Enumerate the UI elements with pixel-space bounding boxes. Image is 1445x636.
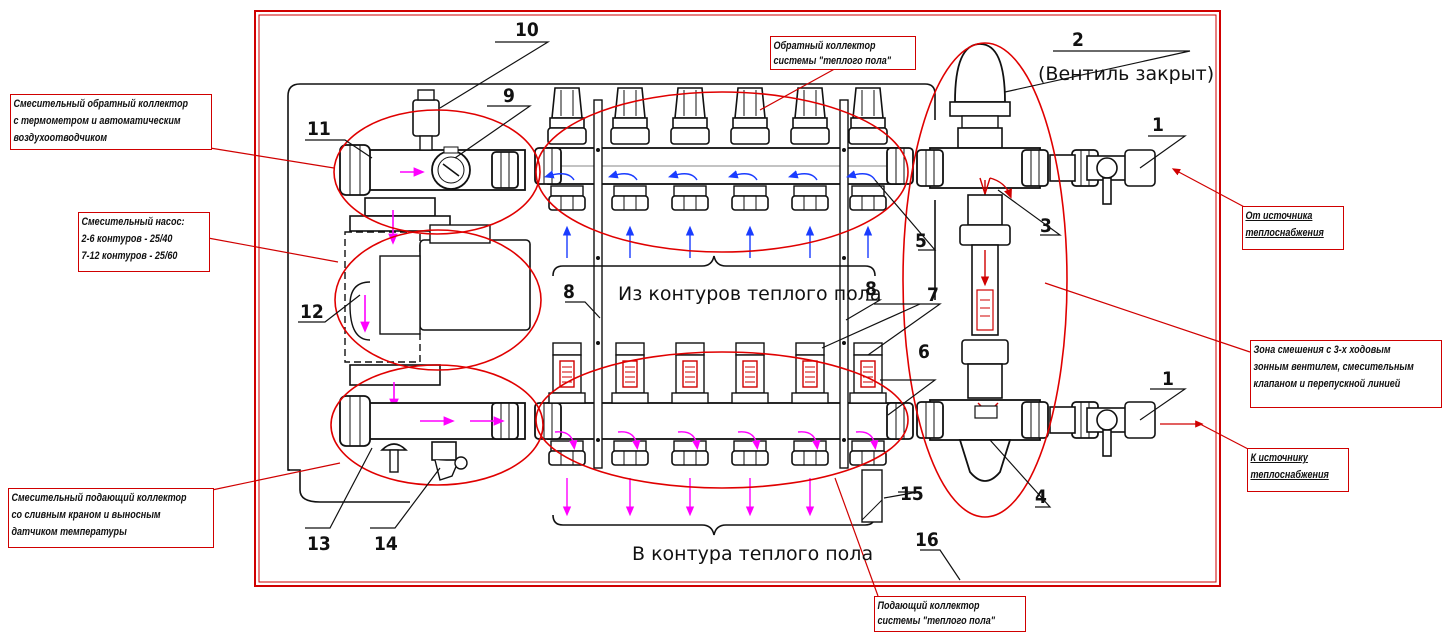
num-9: 9 [503, 85, 515, 107]
callout-text: с термометром и автоматическим [13, 115, 181, 127]
callout-pump: Смесительный насос: 2-6 контуров - 25/40… [78, 212, 210, 272]
num-10: 10 [515, 19, 539, 41]
callout-text: клапаном и перепускной линией [1253, 378, 1401, 390]
callout-text: Обратный коллектор [773, 40, 876, 52]
num-5: 5 [915, 230, 927, 252]
num-8-right: 8 [865, 278, 877, 300]
num-6: 6 [918, 341, 930, 363]
zone-ellipse-return-collector [535, 91, 909, 253]
callout-text: 2-6 контуров - 25/40 [81, 233, 173, 245]
callout-return-floor: Обратный коллектор системы "теплого пола… [770, 36, 916, 70]
callout-text: воздухоотводчиком [13, 132, 108, 144]
valve-closed-label: (Вентиль закрыт) [1038, 63, 1214, 85]
callout-text: Подающий коллектор [877, 600, 980, 612]
num-11: 11 [307, 118, 331, 140]
num-16: 16 [915, 529, 939, 551]
bracket-left [593, 99, 603, 469]
callout-from-source: От источника теплоснабжения [1242, 206, 1344, 250]
callout-text: Смесительный обратный коллектор [13, 98, 188, 110]
callout-to-source: К источнику теплоснабжения [1247, 448, 1349, 492]
from-circuits-label: Из контуров теплого пола [618, 283, 882, 305]
callout-text: К источнику [1250, 452, 1308, 464]
num-3: 3 [1040, 215, 1052, 237]
callout-text: Смесительный насос: [81, 216, 185, 228]
num-4: 4 [1035, 486, 1047, 508]
num-2: 2 [1072, 29, 1084, 51]
callout-supply-floor: Подающий коллектор системы "теплого пола… [874, 596, 1026, 632]
zone-ellipse-mixing-zone [902, 42, 1068, 518]
zone-ellipse-mixing-return [333, 109, 541, 235]
callout-text: теплоснабжения [1245, 227, 1324, 239]
bracket-right [839, 99, 849, 469]
num-1-top: 1 [1152, 114, 1164, 136]
num-13: 13 [307, 533, 331, 555]
num-14: 14 [374, 533, 398, 555]
brace-upper [552, 255, 876, 277]
num-1-bottom: 1 [1162, 368, 1174, 390]
callout-text: 7-12 контуров - 25/60 [81, 250, 178, 262]
callout-text: От источника [1245, 210, 1313, 222]
brace-lower [552, 514, 876, 536]
num-8-left: 8 [563, 281, 575, 303]
callout-mixing-zone: Зона смешения с 3-х ходовым зонным венти… [1250, 340, 1442, 408]
num-12: 12 [300, 301, 324, 323]
callout-mixing-supply: Смесительный подающий коллектор со сливн… [8, 488, 214, 548]
drawing-frame [254, 10, 1221, 587]
callout-mixing-return: Смесительный обратный коллектор с термом… [10, 94, 212, 150]
callout-text: датчиком температуры [11, 526, 127, 538]
callout-text: теплоснабжения [1250, 469, 1329, 481]
zone-ellipse-supply-collector [535, 351, 909, 489]
callout-text: системы "теплого пола" [877, 615, 996, 627]
callout-text: Зона смешения с 3-х ходовым [1253, 344, 1391, 356]
callout-text: зонным вентилем, смесительным [1253, 361, 1414, 373]
callout-text: системы "теплого пола" [773, 55, 892, 67]
num-15: 15 [900, 483, 924, 505]
zone-ellipse-pump [334, 229, 542, 371]
callout-text: со сливным краном и выносным [11, 509, 161, 521]
air-vent [412, 99, 440, 137]
to-circuits-label: В контура теплого пола [632, 543, 873, 565]
callout-text: Смесительный подающий коллектор [11, 492, 187, 504]
zone-ellipse-mixing-supply [330, 364, 544, 486]
num-7: 7 [927, 284, 939, 306]
